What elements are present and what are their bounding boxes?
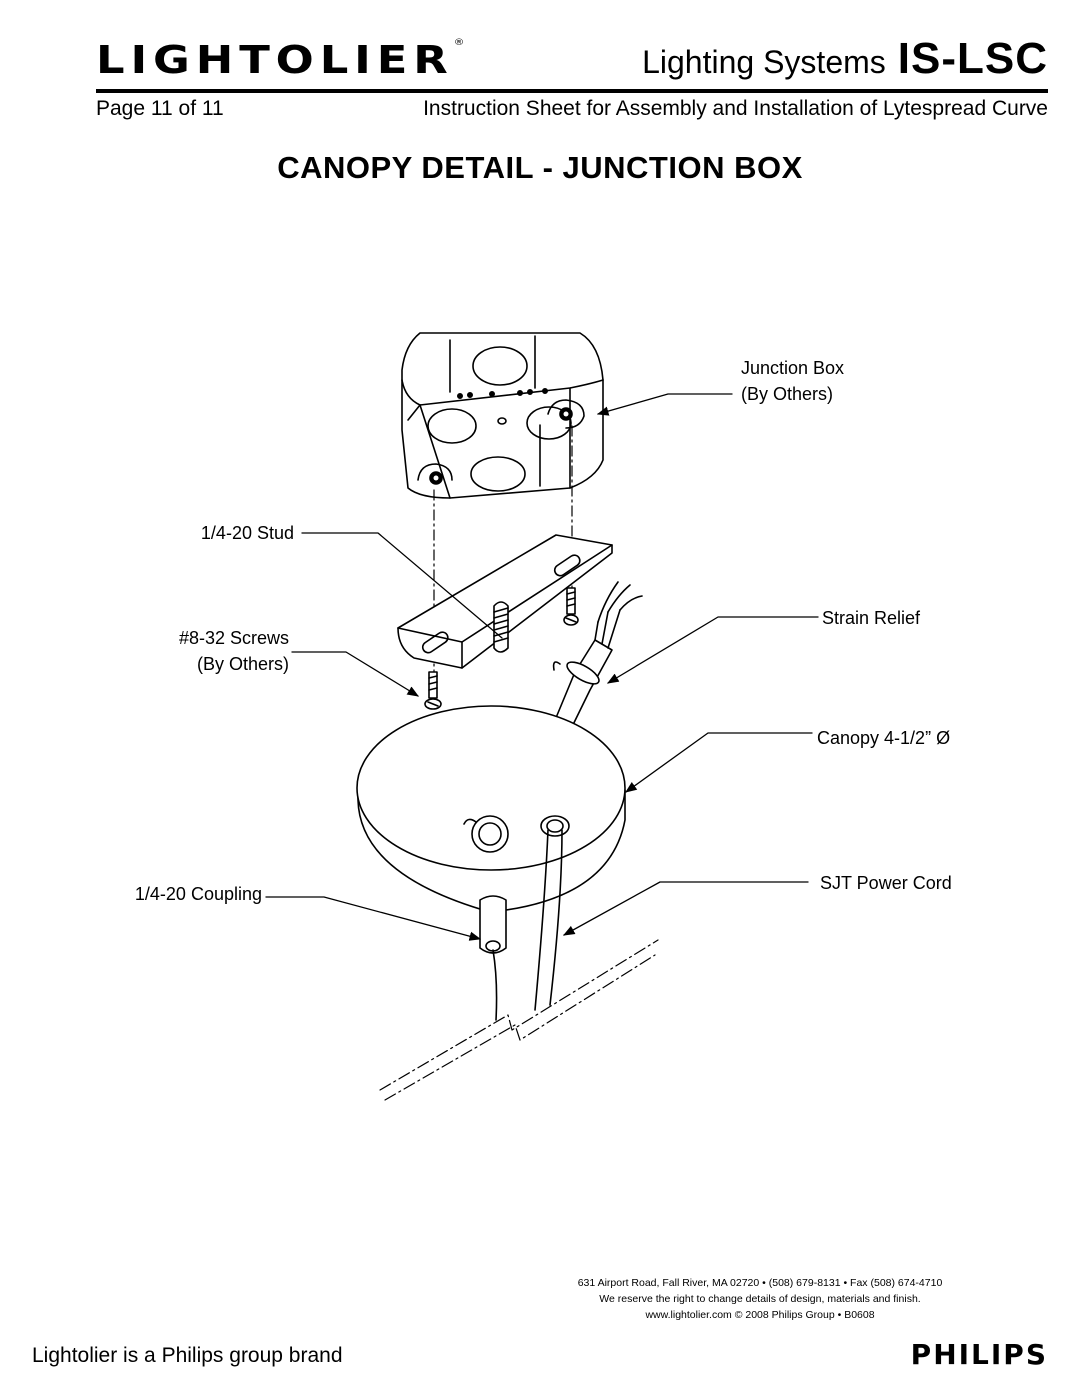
lightolier-logo: LIGHTOLIER® [96, 38, 465, 82]
label-strain-relief: Strain Relief [822, 608, 921, 628]
power-cord-lower [534, 829, 563, 1011]
label-power-cord: SJT Power Cord [820, 873, 952, 893]
footer-info: 631 Airport Road, Fall River, MA 02720 •… [520, 1275, 1000, 1323]
mounting-bracket [397, 534, 613, 669]
system-prefix: Lighting Systems [642, 44, 886, 80]
footer-address: 631 Airport Road, Fall River, MA 02720 •… [577, 1277, 943, 1289]
system-title: Lighting Systems IS-LSC [642, 34, 1048, 84]
break-lines [379, 939, 659, 1101]
header-rule [96, 89, 1048, 93]
label-screws: #8-32 Screws [178, 628, 289, 648]
sheet-subtitle: Instruction Sheet for Assembly and Insta… [423, 97, 1048, 120]
page-number: Page 11 of 11 [96, 97, 224, 120]
power-cord-upper [552, 581, 643, 736]
brand-line: Lightolier is a Philips group brand [32, 1344, 343, 1367]
footer-web: www.lightolier.com © 2008 Philips Group … [645, 1309, 875, 1321]
coupling [479, 895, 507, 1021]
canopy [356, 705, 626, 913]
philips-logo: PHILIPS [910, 1338, 1048, 1371]
label-canopy: Canopy 4-1/2” Ø [817, 728, 951, 748]
screws [424, 587, 579, 710]
label-junction-box: Junction Box [741, 358, 845, 378]
stud [493, 601, 509, 653]
footer-disclaimer: We reserve the right to change details o… [599, 1293, 921, 1305]
label-junction-box-by-others: (By Others) [741, 384, 834, 404]
label-stud: 1/4-20 Stud [200, 523, 294, 543]
system-code: IS-LSC [897, 34, 1048, 83]
label-screws-by-others: (By Others) [196, 654, 289, 674]
label-coupling: 1/4-20 Coupling [134, 884, 262, 904]
junction-box [401, 332, 604, 499]
page-title: CANOPY DETAIL - JUNCTION BOX [277, 150, 803, 185]
leader-lines [265, 393, 819, 941]
